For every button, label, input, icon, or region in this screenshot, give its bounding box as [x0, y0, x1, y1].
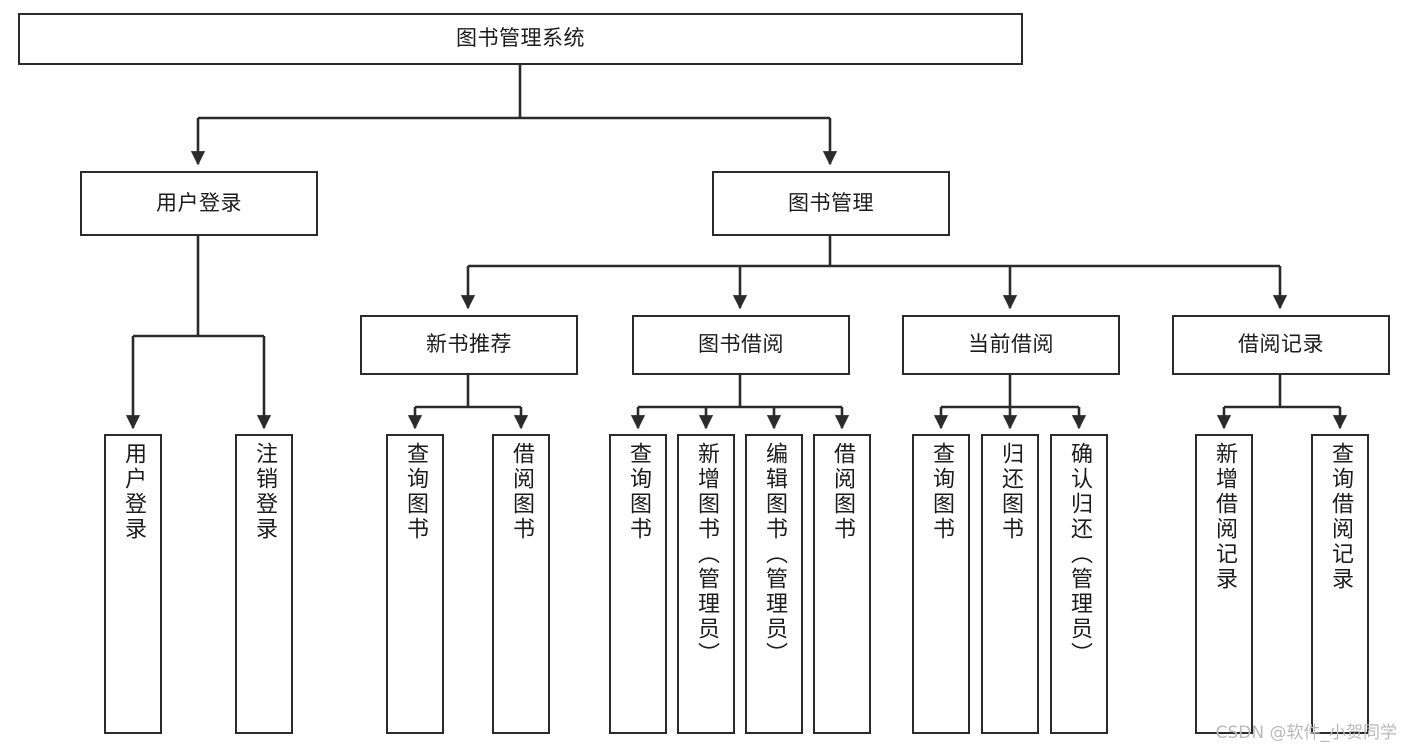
leaf-current-query-book[interactable]: 查询图书	[912, 434, 970, 734]
leaf-user-login-login[interactable]: 用户登录	[104, 434, 162, 734]
node-label: 新书推荐	[426, 332, 512, 357]
leaf-current-return-book[interactable]: 归还图书	[981, 434, 1039, 734]
node-borrow-record[interactable]: 借阅记录	[1172, 315, 1390, 375]
node-label: 图书管理	[788, 190, 874, 215]
leaf-borrow-add-book-admin[interactable]: 新增图书（管理员）	[677, 434, 735, 734]
leaf-borrow-borrow-book[interactable]: 借阅图书	[813, 434, 871, 734]
node-label: 用户登录	[156, 190, 242, 215]
node-current-borrow[interactable]: 当前借阅	[902, 315, 1120, 375]
node-label: 归还图书	[998, 442, 1023, 542]
node-user-login[interactable]: 用户登录	[80, 171, 318, 236]
node-label: 查询借阅记录	[1328, 442, 1353, 592]
node-label: 新增借阅记录	[1212, 442, 1237, 592]
leaf-record-add-record[interactable]: 新增借阅记录	[1195, 434, 1253, 734]
leaf-borrow-query-book[interactable]: 查询图书	[609, 434, 667, 734]
node-root-system[interactable]: 图书管理系统	[18, 13, 1023, 65]
node-label: 借阅图书	[509, 442, 534, 542]
leaf-borrow-edit-book-admin[interactable]: 编辑图书（管理员）	[745, 434, 803, 734]
node-label: 图书借阅	[698, 332, 784, 357]
leaf-user-login-logout[interactable]: 注销登录	[235, 434, 293, 734]
node-book-management[interactable]: 图书管理	[712, 171, 950, 236]
node-label: 查询图书	[929, 442, 954, 542]
node-label: 借阅图书	[830, 442, 855, 542]
leaf-current-confirm-return-admin[interactable]: 确认归还（管理员）	[1050, 434, 1108, 734]
node-book-borrow[interactable]: 图书借阅	[632, 315, 850, 375]
leaf-recommend-query-book[interactable]: 查询图书	[386, 434, 444, 734]
node-label: 查询图书	[626, 442, 651, 542]
node-label: 当前借阅	[968, 332, 1054, 357]
leaf-recommend-borrow-book[interactable]: 借阅图书	[492, 434, 550, 734]
node-label: 图书管理系统	[456, 26, 585, 51]
csdn-watermark: CSDN @软件_小贺同学	[1215, 723, 1397, 743]
node-label: 借阅记录	[1238, 332, 1324, 357]
node-label: 注销登录	[252, 442, 277, 542]
node-label: 查询图书	[403, 442, 428, 542]
node-label: 用户登录	[121, 442, 146, 542]
leaf-record-query-record[interactable]: 查询借阅记录	[1311, 434, 1369, 734]
node-label: 确认归还（管理员）	[1067, 442, 1092, 667]
node-label: 新增图书（管理员）	[694, 442, 719, 667]
node-new-book-recommend[interactable]: 新书推荐	[360, 315, 578, 375]
node-label: 编辑图书（管理员）	[762, 442, 787, 667]
